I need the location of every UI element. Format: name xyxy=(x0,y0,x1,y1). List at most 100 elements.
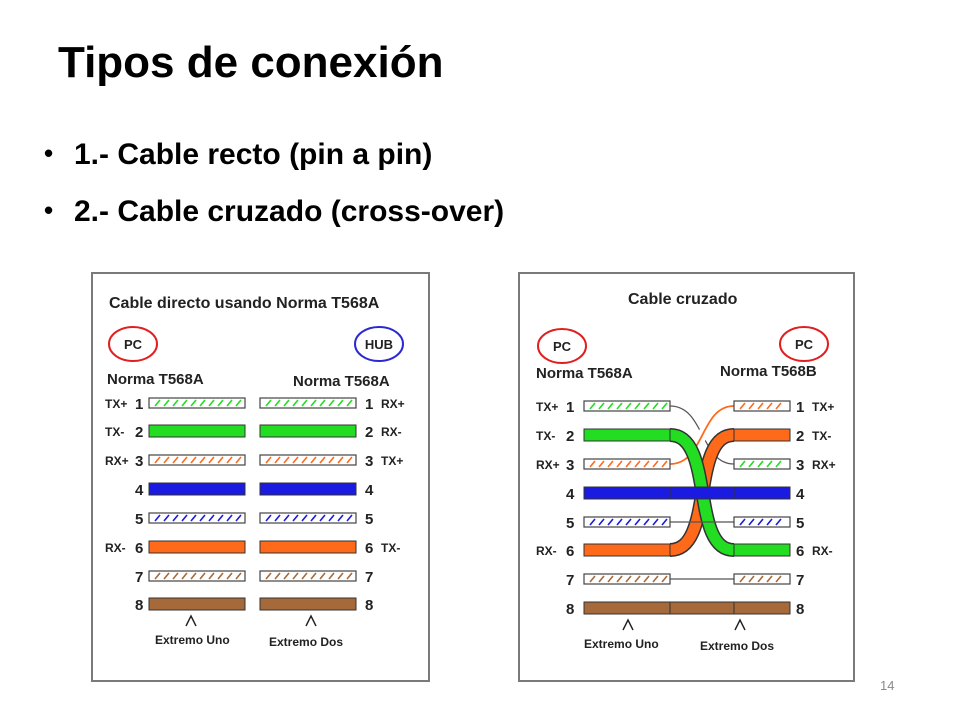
straight-title: Cable directo usando Norma T568A xyxy=(109,295,380,312)
right-pin-number: 2 xyxy=(796,428,804,445)
right-wire xyxy=(733,458,791,470)
device-hub-circle: HUB xyxy=(354,326,404,362)
right-pin-label: TX- xyxy=(381,541,400,555)
left-pin-number: 7 xyxy=(135,569,143,586)
right-end-caret xyxy=(734,618,746,631)
right-pin-label: TX+ xyxy=(381,454,403,468)
right-wire xyxy=(733,428,791,442)
right-pin-number: 7 xyxy=(365,569,373,586)
left-pin-label: RX+ xyxy=(536,458,560,472)
left-pin-number: 3 xyxy=(566,457,574,474)
right-norm-label: Norma T568A xyxy=(293,373,390,390)
left-pin-label: TX- xyxy=(536,429,555,443)
right-pin-number: 4 xyxy=(796,486,805,503)
left-pin-number: 2 xyxy=(566,428,574,445)
device-pc-left-circle-label: PC xyxy=(553,339,572,354)
left-pin-label: RX+ xyxy=(105,454,129,468)
left-pin-number: 4 xyxy=(566,486,575,503)
right-pin-number: 3 xyxy=(365,453,373,470)
left-pin-label: TX- xyxy=(105,425,124,439)
right-wire xyxy=(259,570,357,582)
right-wire xyxy=(733,400,791,412)
bullet-dot-icon: • xyxy=(44,138,54,168)
bullet-item-crossover: • 2.- Cable cruzado (cross-over) xyxy=(44,195,504,252)
crossover-title: Cable cruzado xyxy=(628,291,738,308)
left-pin-number: 6 xyxy=(135,540,143,557)
right-pin-label: RX- xyxy=(381,425,402,439)
left-wire xyxy=(148,540,246,554)
device-pc-right-circle: PC xyxy=(779,326,829,362)
right-pin-label: TX- xyxy=(812,429,831,443)
right-pin-number: 6 xyxy=(796,543,804,560)
middle-wire-solid xyxy=(669,486,735,500)
cross-wire-3-1 xyxy=(669,405,735,465)
right-pin-number: 2 xyxy=(365,424,373,441)
device-pc-right-circle-label: PC xyxy=(795,337,814,352)
left-wire xyxy=(583,516,671,528)
left-pin-number: 7 xyxy=(566,572,574,589)
left-wire xyxy=(583,573,671,585)
left-pin-number: 1 xyxy=(135,396,143,413)
left-pin-label: RX- xyxy=(105,541,126,555)
right-wire xyxy=(733,601,791,615)
right-pin-number: 5 xyxy=(796,515,804,532)
right-end-caret xyxy=(305,614,317,627)
right-wire xyxy=(733,543,791,557)
left-end-label: Extremo Uno xyxy=(155,633,230,647)
left-pin-number: 3 xyxy=(135,453,143,470)
left-wire xyxy=(583,458,671,470)
left-wire xyxy=(148,424,246,438)
left-wire xyxy=(148,454,246,466)
right-wire xyxy=(259,424,357,438)
bullet-text-crossover: 2.- Cable cruzado (cross-over) xyxy=(74,195,505,228)
left-wire xyxy=(148,482,246,496)
bullet-item-straight: • 1.- Cable recto (pin a pin) xyxy=(44,138,504,195)
left-pin-label: TX+ xyxy=(536,400,558,414)
right-pin-number: 5 xyxy=(365,511,373,528)
bullet-text-straight: 1.- Cable recto (pin a pin) xyxy=(74,138,433,171)
left-pin-number: 8 xyxy=(135,597,143,614)
left-pin-label: RX- xyxy=(536,544,557,558)
crossover-twist xyxy=(668,401,736,615)
left-wire xyxy=(583,486,671,500)
bullet-list: • 1.- Cable recto (pin a pin) • 2.- Cabl… xyxy=(44,138,504,252)
right-norm-label: Norma T568B xyxy=(720,363,817,380)
middle-wire-solid xyxy=(669,601,735,615)
page-number: 14 xyxy=(880,678,895,693)
device-hub-circle-label: HUB xyxy=(365,337,393,352)
left-norm-label: Norma T568A xyxy=(536,365,633,382)
left-pin-number: 1 xyxy=(566,399,574,416)
right-pin-number: 6 xyxy=(365,540,373,557)
right-pin-label: TX+ xyxy=(812,400,834,414)
left-pin-number: 5 xyxy=(135,511,143,528)
left-wire xyxy=(148,512,246,524)
right-pin-label: RX+ xyxy=(812,458,836,472)
right-pin-label: RX- xyxy=(812,544,833,558)
right-wire xyxy=(259,397,357,409)
right-wire xyxy=(259,454,357,466)
right-pin-number: 3 xyxy=(796,457,804,474)
left-pin-number: 4 xyxy=(135,482,144,499)
right-pin-number: 8 xyxy=(796,601,804,618)
left-pin-number: 2 xyxy=(135,424,143,441)
right-pin-number: 8 xyxy=(365,597,373,614)
right-end-label: Extremo Dos xyxy=(700,639,774,653)
left-wire xyxy=(148,397,246,409)
right-wire xyxy=(733,516,791,528)
left-end-caret xyxy=(622,618,634,631)
left-wire xyxy=(148,570,246,582)
right-wire xyxy=(259,540,357,554)
right-pin-number: 4 xyxy=(365,482,374,499)
slide-title: Tipos de conexión xyxy=(58,38,444,87)
left-wire xyxy=(148,597,246,611)
left-wire xyxy=(583,428,671,442)
right-wire xyxy=(733,573,791,585)
left-pin-label: TX+ xyxy=(105,397,127,411)
device-pc-left-circle: PC xyxy=(537,328,587,364)
right-pin-number: 7 xyxy=(796,572,804,589)
right-wire xyxy=(259,482,357,496)
bullet-dot-icon: • xyxy=(44,195,54,225)
